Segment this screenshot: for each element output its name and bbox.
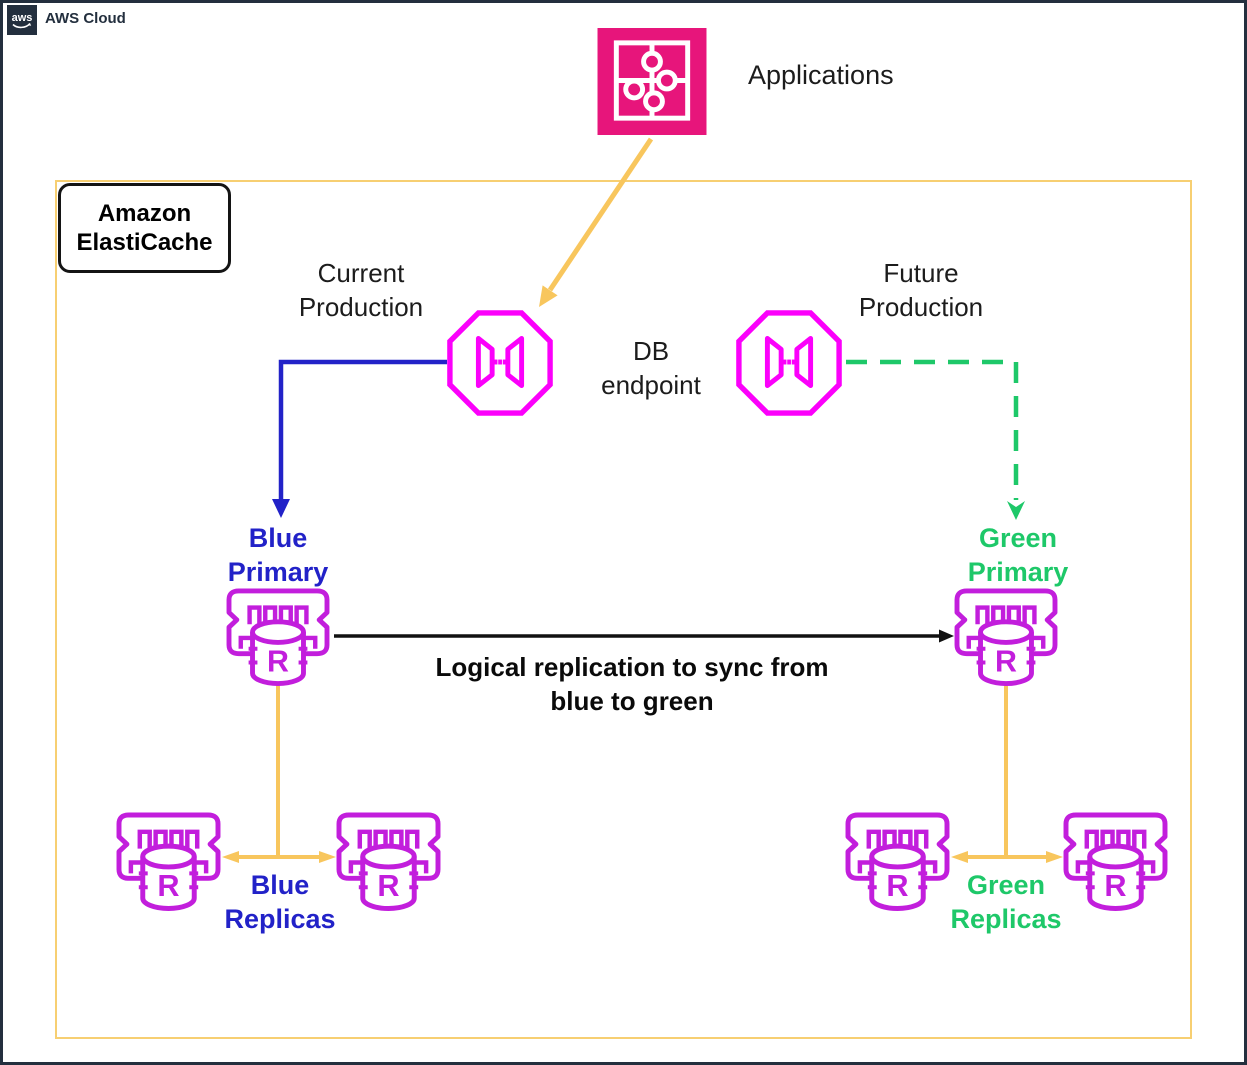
replication-line2: blue to green bbox=[550, 686, 714, 716]
db-endpoint-line2: endpoint bbox=[601, 370, 701, 400]
blue-primary-line1: Blue bbox=[248, 523, 308, 553]
blue-replicas-line2: Replicas bbox=[224, 904, 336, 934]
current-production-line2: Production bbox=[298, 292, 424, 322]
blue-replica-right-arrowhead-icon bbox=[319, 851, 336, 863]
blue-replicas-label: Blue Replicas bbox=[190, 868, 370, 936]
blue-primary-node-icon bbox=[226, 588, 330, 686]
replication-label: Logical replication to sync from blue to… bbox=[372, 650, 892, 718]
green-primary-label: Green Primary bbox=[928, 521, 1108, 589]
green-primary-line2: Primary bbox=[967, 557, 1069, 587]
app-to-current-endpoint-arrowhead-icon bbox=[539, 285, 558, 307]
elasticache-group-label-line2: ElastiCache bbox=[76, 229, 213, 256]
replication-line1: Logical replication to sync from bbox=[435, 652, 829, 682]
blue-replicas-line1: Blue bbox=[250, 870, 310, 900]
aws-cloud-label: AWS Cloud bbox=[45, 10, 126, 27]
applications-label: Applications bbox=[748, 60, 894, 90]
green-replicas-line1: Green bbox=[966, 870, 1046, 900]
current-production-line1: Current bbox=[317, 258, 405, 288]
current-endpoint-to-blue-primary-line bbox=[278, 359, 447, 500]
blue-replica-left-arrowhead-icon bbox=[222, 851, 239, 863]
blue-primary-line2: Primary bbox=[227, 557, 329, 587]
green-replicas-line2: Replicas bbox=[950, 904, 1062, 934]
aws-logo-icon: aws bbox=[7, 5, 37, 35]
elasticache-group-label: Amazon ElastiCache bbox=[58, 183, 231, 273]
green-replicas-label: Green Replicas bbox=[916, 868, 1096, 936]
replication-arrowhead-icon bbox=[939, 629, 954, 643]
current-db-endpoint-icon bbox=[445, 308, 555, 418]
elasticache-group-label-line1: Amazon bbox=[97, 200, 192, 227]
future-production-line1: Future bbox=[883, 258, 959, 288]
db-endpoint-label: DB endpoint bbox=[571, 334, 731, 402]
blue-arrowhead-icon bbox=[272, 499, 290, 518]
svg-text:aws: aws bbox=[12, 12, 33, 24]
blue-primary-label: Blue Primary bbox=[188, 521, 368, 589]
future-production-label: Future Production bbox=[801, 256, 1041, 324]
future-production-line2: Production bbox=[858, 292, 984, 322]
green-replica-right-arrowhead-icon bbox=[1046, 851, 1063, 863]
green-primary-node-icon bbox=[954, 588, 1058, 686]
green-primary-line1: Green bbox=[978, 523, 1058, 553]
app-to-current-endpoint-line bbox=[547, 137, 654, 292]
future-endpoint-to-green-primary-line bbox=[846, 359, 1019, 500]
db-endpoint-line1: DB bbox=[632, 336, 670, 366]
green-arrowhead-icon bbox=[1007, 501, 1025, 520]
green-replica-left-arrowhead-icon bbox=[951, 851, 968, 863]
current-production-label: Current Production bbox=[241, 256, 481, 324]
future-db-endpoint-icon bbox=[734, 308, 844, 418]
applications-icon bbox=[597, 28, 707, 135]
